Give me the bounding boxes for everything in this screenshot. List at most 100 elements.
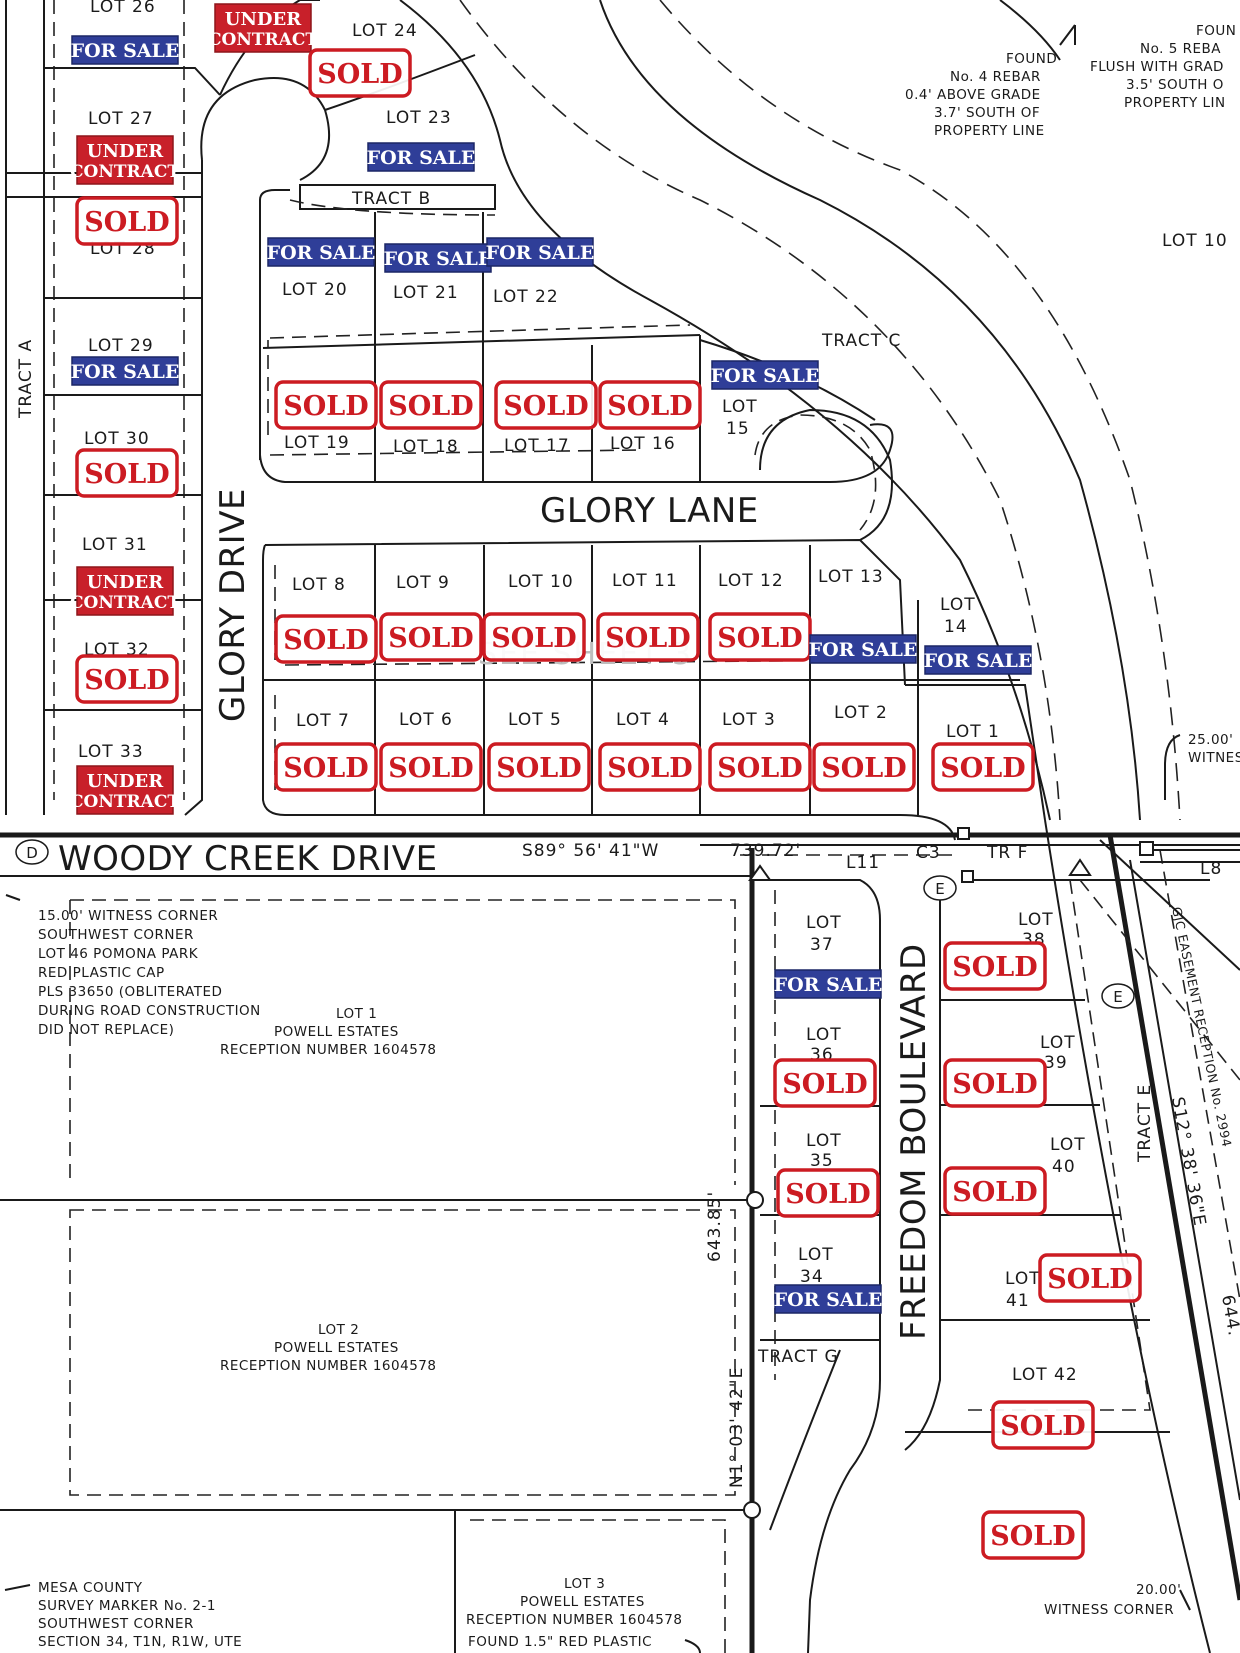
note-powell2-1: LOT 2 [318,1322,359,1338]
stamp-frame [774,1284,882,1314]
stamp-frame [75,448,179,498]
stamp-label: SOLD [84,665,169,696]
note-powell1-2: POWELL ESTATES [274,1024,399,1040]
note-mesa-3: SOUTHWEST CORNER [38,1616,194,1632]
stamp-label: SOLD [990,1521,1075,1552]
stamp-lot-11-sold: SOLD [596,612,700,662]
stamp-frame [711,360,819,390]
stamp-label: FOR SALE [774,1289,883,1311]
stamp-lot-12-sold: SOLD [708,612,812,662]
stamp-label: UNDER [87,141,164,162]
e-marker-1: E [935,880,944,898]
callout-l8: L8 [1200,859,1222,879]
callout-c3: C3 [916,843,941,863]
lot-label-35a: LOT [806,1131,842,1151]
stamp-lot-29-for-sale: FOR SALE [71,356,180,386]
stamp-frame [379,380,483,430]
note-found4-4: 3.7' SOUTH OF [934,105,1040,121]
stamp-label: SOLD [952,1069,1037,1100]
note-found4-2: No. 4 REBAR [950,69,1041,85]
stamp-label: SOLD [952,1177,1037,1208]
stamp-label: SOLD [605,623,690,654]
stamp-frame [991,1400,1095,1450]
road-glory-drive: GLORY DRIVE [213,488,253,722]
stamp-frame [773,1058,877,1108]
bearing-north-south: N1° 03' 42"E [727,1367,747,1488]
note-found4-1: FOUND [1006,51,1057,67]
stamp-lot-34-for-sale: FOR SALE [774,1284,883,1314]
witness-25-line2: WITNES [1188,750,1240,766]
road-woody-creek-drive: WOODY CREEK DRIVE [58,839,438,879]
stamp-label: FOR SALE [71,40,180,62]
stamp-label: UNDER [225,9,302,30]
stamp-frame [981,1510,1085,1560]
lot-label-13: LOT 13 [818,567,884,587]
stamp-lot-10-sold: SOLD [482,612,586,662]
stamp-frame [274,614,378,664]
lot-label-34a: LOT [798,1245,834,1265]
witness-25-line1: 25.00' [1188,732,1233,748]
stamp-label: SOLD [388,753,473,784]
stamp-frame [809,634,917,664]
stamp-label: UNDER [87,771,164,792]
lot-label-40b: 40 [1052,1157,1076,1177]
stamp-lot-41-sold: SOLD [1038,1253,1142,1303]
note-powell3-1: LOT 3 [564,1576,605,1592]
stamp-lot-8-sold: SOLD [274,614,378,664]
stamp-frame [367,142,475,172]
stamp-lot-32-sold: SOLD [75,654,179,704]
stamp-frame [774,969,882,999]
stamp-frame [486,237,594,267]
lot-label-6: LOT 6 [399,710,453,730]
stamp-label: FOR SALE [71,361,180,383]
stamp-lot-21-for-sale: FOR SALE [384,243,492,273]
lot-label-23: LOT 23 [386,108,452,128]
lot-label-17: LOT 17 [504,436,570,456]
tract-e: TRACT E [1135,1084,1155,1163]
stamp-frame [1038,1253,1142,1303]
stamp-label: SOLD [782,1069,867,1100]
note-found5-4: 3.5' SOUTH O [1126,77,1224,93]
stamp-label: FOR SALE [486,242,595,264]
tract-g: TRACT G [757,1347,839,1367]
note-powell2-3: RECEPTION NUMBER 1604578 [220,1358,436,1374]
lot-label-5: LOT 5 [508,710,562,730]
lot-label-41a: LOT [1005,1269,1041,1289]
stamp-frame [76,566,174,616]
note-witness15-1: 15.00' WITNESS CORNER [38,908,218,924]
lot-label-8: LOT 8 [292,575,346,595]
note-witness15-5: PLS 33650 (OBLITERATED [38,984,222,1000]
stamp-label: SOLD [388,623,473,654]
tract-labels: TRACT A TRACT B TRACT C TRACT E TR F TRA… [16,189,1155,1367]
stamp-label: CONTRACT [70,593,180,613]
tract-f: TR F [986,843,1028,863]
stamp-lot-15-for-sale: FOR SALE [711,360,819,390]
callout-l11: L11 [846,853,880,873]
stamp-lot-37-for-sale: FOR SALE [774,969,882,999]
lot-label-10: LOT 10 [508,572,574,592]
lot-label-15b: 15 [726,419,750,439]
stamp-lot-16-sold: SOLD [598,380,702,430]
lot-label-39b: 39 [1044,1053,1068,1073]
stamp-frame [494,380,598,430]
lot-label-20: LOT 20 [282,280,348,300]
note-mesa-2: SURVEY MARKER No. 2-1 [38,1598,216,1614]
note-powell2-2: POWELL ESTATES [274,1340,399,1356]
distance-woody-creek: 739.72' [730,841,801,861]
lot-label-7: LOT 7 [296,711,350,731]
note-witness15-3: LOT 46 POMONA PARK [38,946,199,962]
stamp-frame [931,742,1035,792]
stamp-lot-39-sold: SOLD [943,1058,1047,1108]
stamp-lot-13-for-sale: FOR SALE [809,634,917,664]
stamp-lot-35-sold: SOLD [776,1168,880,1218]
stamp-label: SOLD [283,391,368,422]
tract-c: TRACT C [821,331,901,351]
stamp-label: FOR SALE [367,147,476,169]
stamp-frame [924,645,1032,675]
lot-label-12: LOT 12 [718,571,784,591]
stamp-label: SOLD [317,59,402,90]
stamp-label: SOLD [940,753,1025,784]
